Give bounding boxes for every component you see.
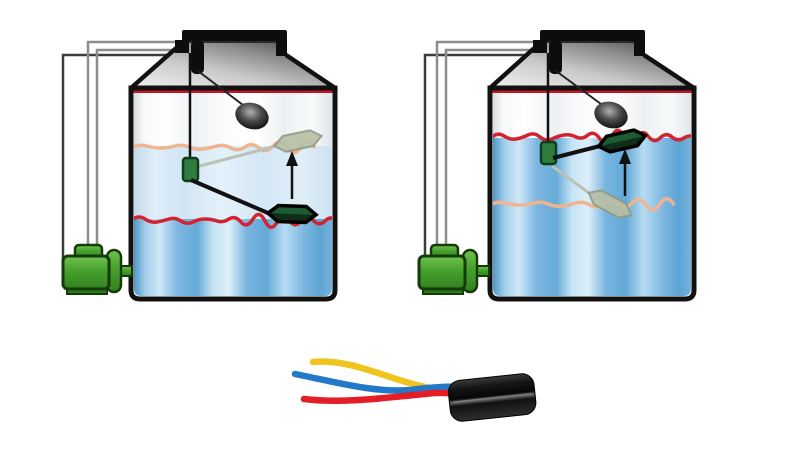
ghost-float-tether <box>551 164 590 195</box>
wire-entry-box <box>533 40 547 53</box>
ghost-float-body <box>587 189 633 219</box>
ghost-float-tether <box>195 144 277 169</box>
float-body-shade <box>268 213 316 223</box>
float-body-shade <box>598 135 646 152</box>
cable-sheath-seam <box>453 393 533 403</box>
pump-wire-1 <box>86 40 176 256</box>
pump-motor <box>61 243 133 295</box>
wire-entry-box <box>175 40 189 53</box>
counterweight-ball <box>594 101 628 129</box>
float-tether <box>552 144 601 160</box>
tank-lid <box>540 30 645 41</box>
tank-body <box>487 85 697 302</box>
roof-left-edge <box>488 40 543 90</box>
float-tether <box>190 178 269 215</box>
float-switch <box>265 203 319 225</box>
lid-neck <box>634 40 645 56</box>
orange-level-line <box>493 197 676 212</box>
counterweight-cord <box>197 70 244 106</box>
pump-body <box>61 254 111 291</box>
float-switch <box>595 128 649 154</box>
pump-motor <box>417 243 490 295</box>
tank-top-band <box>492 88 692 93</box>
roof-right-edge <box>642 53 696 90</box>
pulley-block <box>549 40 562 74</box>
tank-interior <box>134 91 332 296</box>
cable-anchor-weight <box>181 156 200 183</box>
water <box>493 138 691 296</box>
tank-lid <box>182 30 287 41</box>
power-cable-illustration <box>291 358 537 422</box>
right-tank-assembly <box>417 30 698 302</box>
float-switch-ghost <box>587 189 633 219</box>
pump-wire-1 <box>435 40 534 256</box>
tank-body <box>128 85 338 302</box>
counterweight-ball <box>235 102 269 130</box>
float-switch-ghost <box>272 129 324 153</box>
roof-left-edge <box>129 40 185 90</box>
water <box>134 219 332 296</box>
cable-wire-red <box>300 389 464 404</box>
pump-wire-2 <box>444 48 534 256</box>
left-tank-assembly <box>61 30 339 302</box>
lid-neck <box>276 40 287 56</box>
roof-right-edge <box>284 53 337 90</box>
pump-wire-2 <box>95 48 176 256</box>
red-level-line <box>493 128 691 146</box>
pulley-block <box>191 40 204 74</box>
cable-anchor-weight <box>539 140 558 166</box>
ghost-float-body <box>272 129 324 153</box>
pump-shaft <box>476 265 490 277</box>
counterweight-cord <box>555 70 602 105</box>
motion-arrow-head <box>286 151 298 166</box>
tank-interior <box>493 91 691 296</box>
cable-wire-blue <box>291 370 464 394</box>
tank-top-band <box>133 88 333 93</box>
pump-shaft <box>120 265 133 277</box>
pump-body <box>417 254 467 291</box>
motion-arrow-head <box>619 149 631 164</box>
pump-wire-outer <box>61 53 190 286</box>
cable-sheath <box>447 373 537 422</box>
pump-wire-outer <box>423 53 546 286</box>
